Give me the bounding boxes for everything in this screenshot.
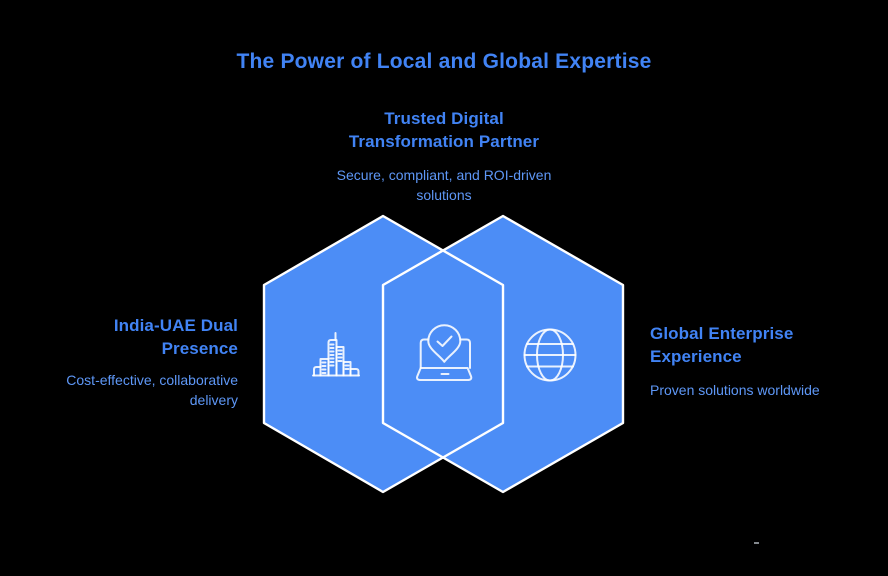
heading-line: Transformation Partner <box>348 132 540 151</box>
heading-line: Trusted Digital <box>384 109 504 128</box>
right-hexagon-outline <box>381 214 625 494</box>
city-buildings-icon <box>312 332 360 377</box>
section-subtitle: Proven solutions worldwide <box>650 380 870 400</box>
left-hexagon-outline <box>262 214 505 494</box>
heading-line: Global Enterprise <box>650 324 794 343</box>
globe-icon <box>523 328 577 382</box>
section-trusted-partner: Trusted Digital Transformation Partner S… <box>304 107 584 205</box>
checkmark-icon <box>436 335 453 347</box>
section-global-enterprise: Global Enterprise Experience Proven solu… <box>650 322 870 400</box>
section-subtitle: Cost-effective, collaborative delivery <box>18 370 238 410</box>
section-subtitle: Secure, compliant, and ROI-driven soluti… <box>304 165 584 205</box>
heading-line: Presence <box>161 339 238 358</box>
subtitle-line: Secure, compliant, and ROI-driven <box>336 167 552 183</box>
section-heading: Global Enterprise Experience <box>650 322 870 368</box>
subtitle-line: Proven solutions worldwide <box>650 382 820 398</box>
heading-line: Experience <box>650 347 742 366</box>
section-heading: India-UAE Dual Presence <box>18 314 238 360</box>
page-title: The Power of Local and Global Expertise <box>236 50 652 73</box>
watermark-dash <box>754 542 759 544</box>
section-heading: Trusted Digital Transformation Partner <box>304 107 584 153</box>
subtitle-line: delivery <box>189 392 238 408</box>
section-india-uae: India-UAE Dual Presence Cost-effective, … <box>18 314 238 410</box>
subtitle-line: Cost-effective, collaborative <box>66 372 238 388</box>
laptop-location-pin-icon <box>416 324 473 381</box>
subtitle-line: solutions <box>416 187 472 203</box>
heading-line: India-UAE Dual <box>113 316 238 335</box>
